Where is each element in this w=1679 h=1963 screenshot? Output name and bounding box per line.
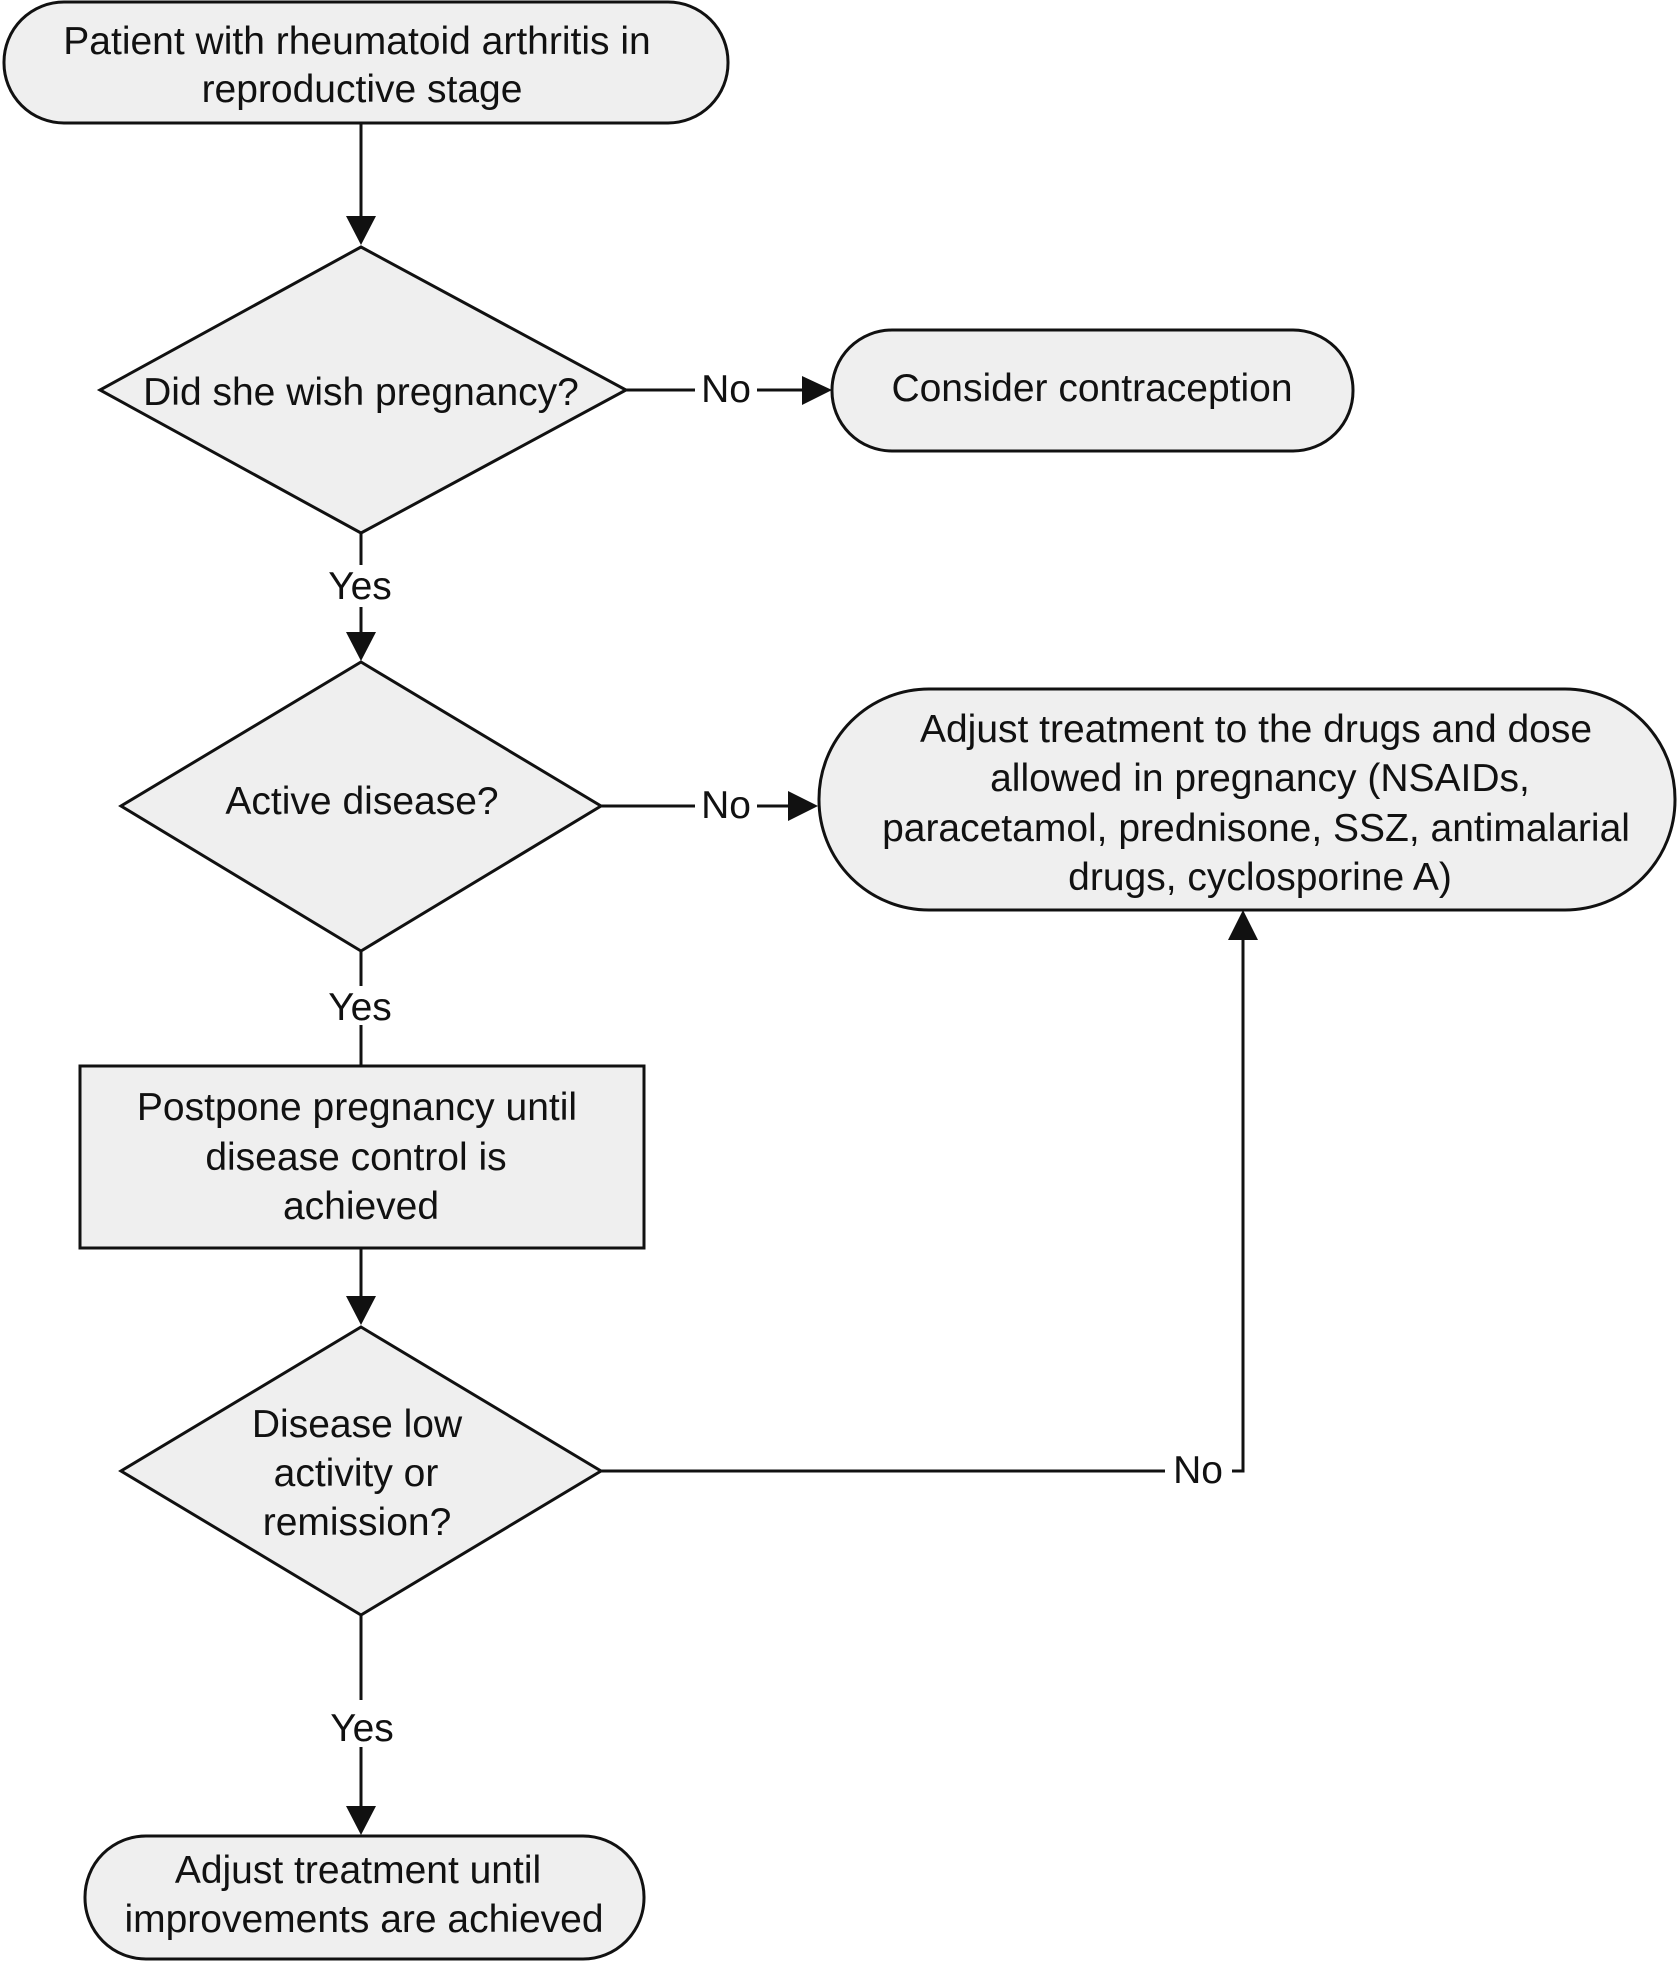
postpone-node bbox=[78, 1064, 646, 1250]
arrowhead bbox=[788, 791, 818, 821]
contraception-node bbox=[830, 328, 1355, 453]
adjust-until-label-line-2: improvements are achieved bbox=[124, 1898, 603, 1941]
adjust-allowed-label-line-3: paracetamol, prednisone, SSZ, antimalari… bbox=[882, 807, 1630, 850]
edge-label-low-no: No bbox=[1173, 1449, 1223, 1492]
arrowhead bbox=[1228, 910, 1258, 940]
connectors bbox=[346, 123, 1258, 1835]
postpone-label-line-2: disease control is bbox=[205, 1136, 506, 1179]
adjust-until-node bbox=[83, 1834, 646, 1961]
arrowhead bbox=[346, 632, 376, 661]
postpone-label-line-1: Postpone pregnancy until bbox=[137, 1086, 577, 1129]
arrowhead bbox=[346, 1296, 376, 1325]
edge-label-active-no: No bbox=[701, 784, 751, 827]
edge-label-wish-no: No bbox=[701, 368, 751, 411]
adjust-allowed-label-line-1: Adjust treatment to the drugs and dose bbox=[920, 708, 1592, 751]
edge-labels: No Yes No Yes No Yes bbox=[328, 368, 1223, 1750]
low-activity-label-line-1: Disease low bbox=[252, 1403, 463, 1446]
wish-label: Did she wish pregnancy? bbox=[143, 371, 579, 414]
adjust-allowed-label-line-4: drugs, cyclosporine A) bbox=[1068, 856, 1452, 899]
wish-decision bbox=[96, 245, 630, 535]
arrowhead bbox=[802, 376, 832, 405]
adjust-allowed-node bbox=[817, 687, 1677, 912]
low-activity-label-line-3: remission? bbox=[263, 1501, 452, 1544]
adjust-allowed-label-line-2: allowed in pregnancy (NSAIDs, bbox=[990, 757, 1530, 800]
start-label-line-1: Patient with rheumatoid arthritis in bbox=[63, 20, 650, 63]
postpone-label-line-3: achieved bbox=[283, 1185, 439, 1228]
edge-label-active-yes: Yes bbox=[328, 986, 392, 1029]
low-activity-decision bbox=[118, 1325, 604, 1617]
start-node bbox=[2, 0, 730, 125]
start-label-line-2: reproductive stage bbox=[202, 68, 523, 111]
low-activity-label-line-2: activity or bbox=[274, 1452, 439, 1495]
arrowhead bbox=[346, 216, 376, 245]
active-label: Active disease? bbox=[225, 780, 498, 823]
arrowhead bbox=[346, 1806, 376, 1835]
edge-label-low-yes: Yes bbox=[330, 1707, 394, 1750]
edge-label-wish-yes: Yes bbox=[328, 565, 392, 608]
contraception-label: Consider contraception bbox=[891, 367, 1292, 410]
adjust-until-label-line-1: Adjust treatment until bbox=[175, 1849, 541, 1892]
active-decision bbox=[118, 660, 604, 953]
edge-low-no-b bbox=[1232, 939, 1245, 1473]
node-labels: Patient with rheumatoid arthritis in rep… bbox=[63, 20, 1630, 1941]
